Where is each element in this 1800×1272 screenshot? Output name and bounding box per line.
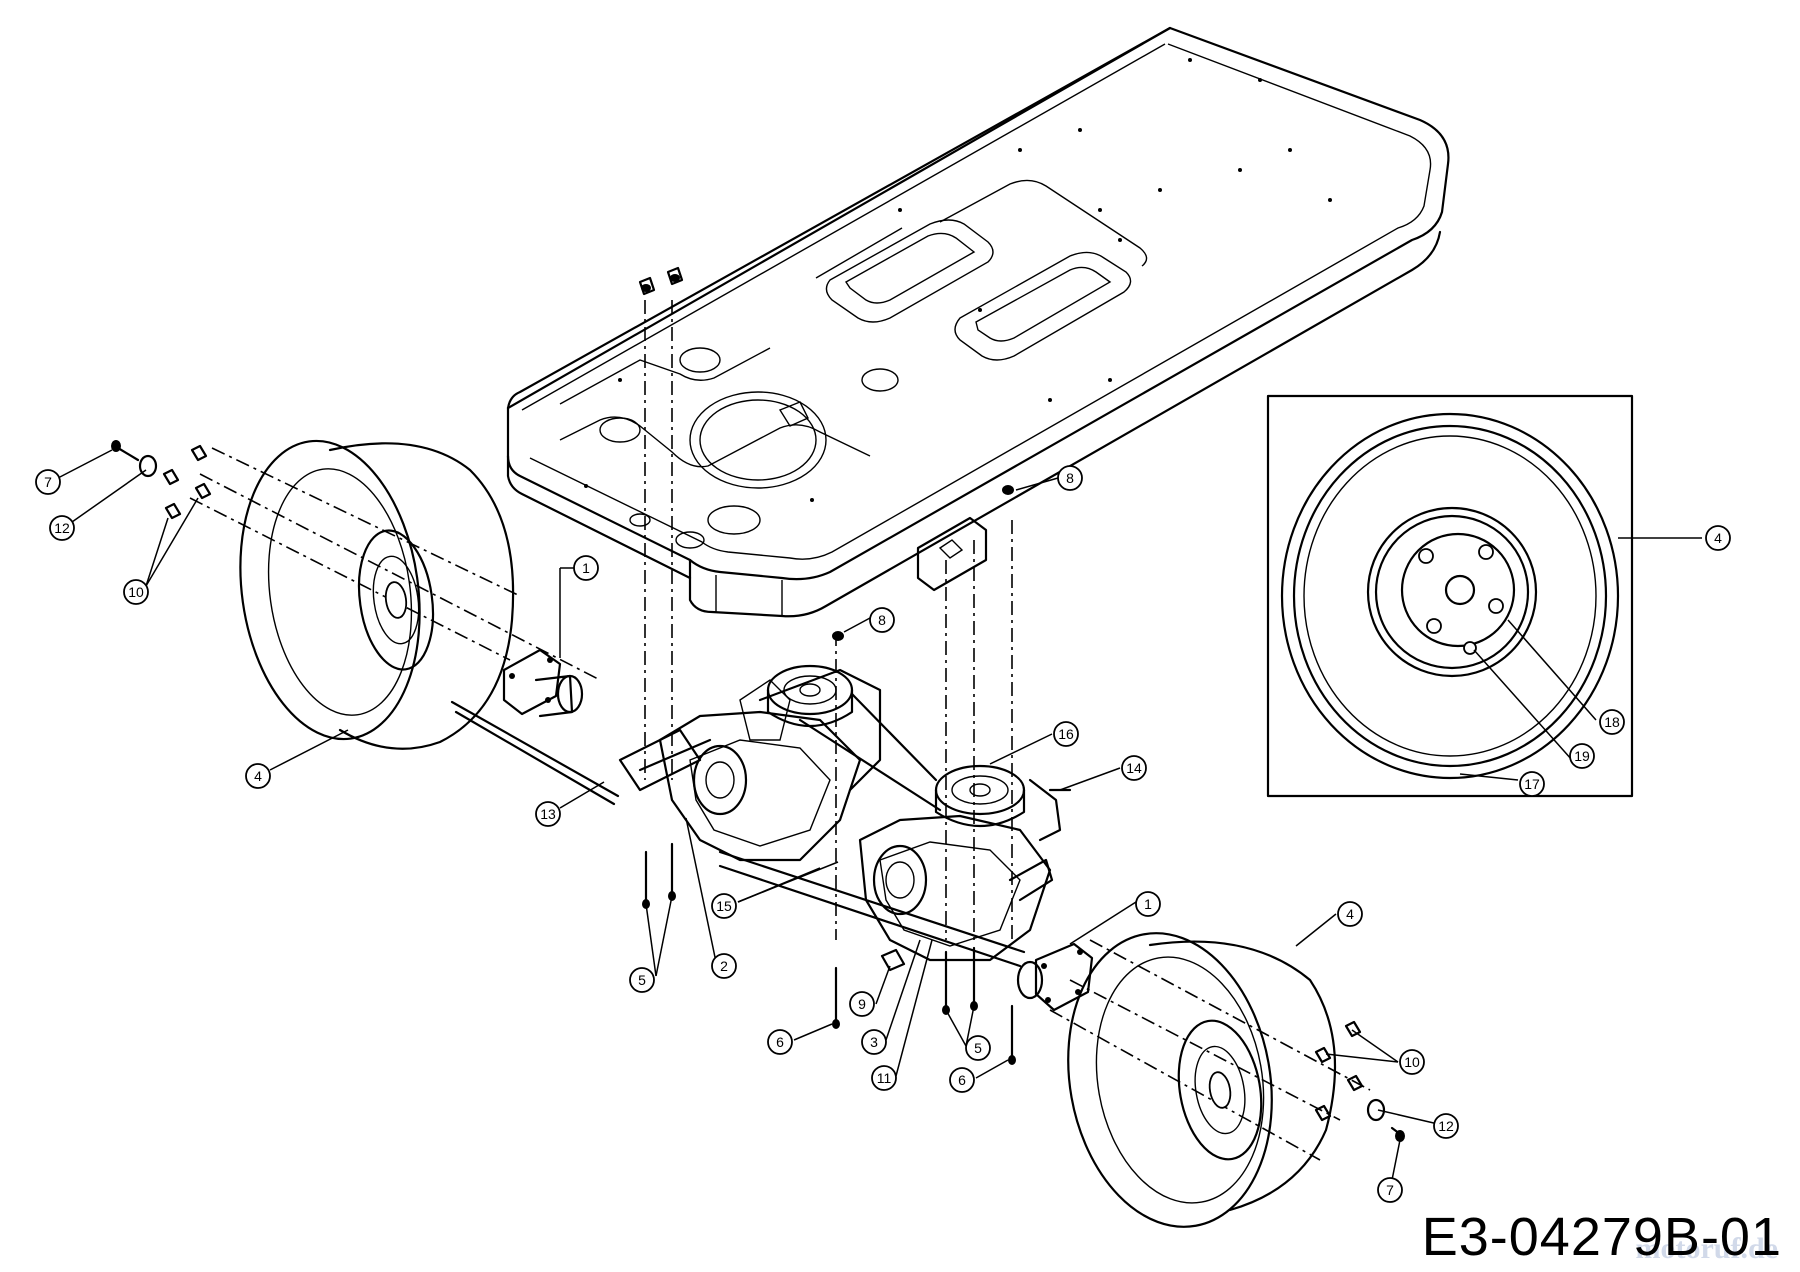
callout-15: 15 [711, 893, 737, 919]
callout-label: 4 [1346, 906, 1354, 922]
callout-leaders [57, 449, 1702, 1181]
watermark-logo: motoruf.de [1635, 1232, 1778, 1265]
callout-6: 6 [949, 1067, 975, 1093]
callout-5: 5 [965, 1035, 991, 1061]
axle-rod [450, 700, 620, 806]
callout-label: 5 [974, 1040, 982, 1056]
callout-6: 6 [767, 1029, 793, 1055]
callout-bubbles: 7 12 10 4 1 13 8 8 16 14 15 2 5 9 3 11 6… [35, 465, 1731, 1203]
callout-label: 12 [54, 520, 70, 536]
wheel-left [239, 439, 515, 750]
transaxle-assembly [618, 664, 1072, 968]
callout-8: 8 [869, 607, 895, 633]
callout-label: 8 [878, 612, 886, 628]
callout-19: 19 [1569, 743, 1595, 769]
callout-label: 7 [44, 474, 52, 490]
callout-7: 7 [35, 469, 61, 495]
callout-1: 1 [1135, 891, 1161, 917]
callout-label: 10 [1404, 1054, 1420, 1070]
callout-11: 11 [871, 1065, 897, 1091]
callout-label: 4 [1714, 530, 1722, 546]
callout-label: 4 [254, 768, 262, 784]
callout-7: 7 [1377, 1177, 1403, 1203]
drawing-code: E3-04279B-01 [1421, 1207, 1782, 1267]
callout-label: 12 [1438, 1118, 1454, 1134]
callout-3: 3 [861, 1029, 887, 1055]
callout-12: 12 [49, 515, 75, 541]
callout-18: 18 [1599, 709, 1625, 735]
hub-right [1016, 942, 1094, 1012]
callout-17: 17 [1519, 771, 1545, 797]
callout-label: 10 [128, 584, 144, 600]
callout-1: 1 [573, 555, 599, 581]
callout-label: 14 [1126, 760, 1142, 776]
callout-label: 6 [776, 1034, 784, 1050]
chassis-frame [506, 26, 1450, 618]
callout-label: 11 [877, 1070, 892, 1086]
hub-left [502, 648, 584, 718]
callout-2: 2 [711, 953, 737, 979]
callout-label: 1 [582, 560, 590, 576]
callout-label: 13 [540, 806, 556, 822]
callout-label: 18 [1604, 714, 1620, 730]
fasteners [111, 266, 1405, 1142]
callout-5: 5 [629, 967, 655, 993]
callout-label: 2 [720, 958, 728, 974]
callout-label: 5 [638, 972, 646, 988]
callout-label: 9 [858, 996, 866, 1012]
callout-14: 14 [1121, 755, 1147, 781]
callout-label: 7 [1386, 1182, 1394, 1198]
callout-8: 8 [1057, 465, 1083, 491]
callout-10: 10 [1399, 1049, 1425, 1075]
callout-label: 16 [1058, 726, 1074, 742]
callout-label: 15 [716, 898, 732, 914]
inset-wheel-detail [1266, 394, 1634, 798]
callout-4: 4 [1337, 901, 1363, 927]
callout-label: 8 [1066, 470, 1074, 486]
callout-12: 12 [1433, 1113, 1459, 1139]
callout-4: 4 [245, 763, 271, 789]
callout-9: 9 [849, 991, 875, 1017]
callout-label: 17 [1524, 776, 1540, 792]
callout-10: 10 [123, 579, 149, 605]
callout-label: 6 [958, 1072, 966, 1088]
callout-16: 16 [1053, 721, 1079, 747]
wheel-right [1067, 932, 1337, 1228]
callout-4: 4 [1705, 525, 1731, 551]
callout-13: 13 [535, 801, 561, 827]
callout-label: 1 [1144, 896, 1152, 912]
callout-label: 3 [870, 1034, 878, 1050]
callout-label: 19 [1574, 748, 1590, 764]
